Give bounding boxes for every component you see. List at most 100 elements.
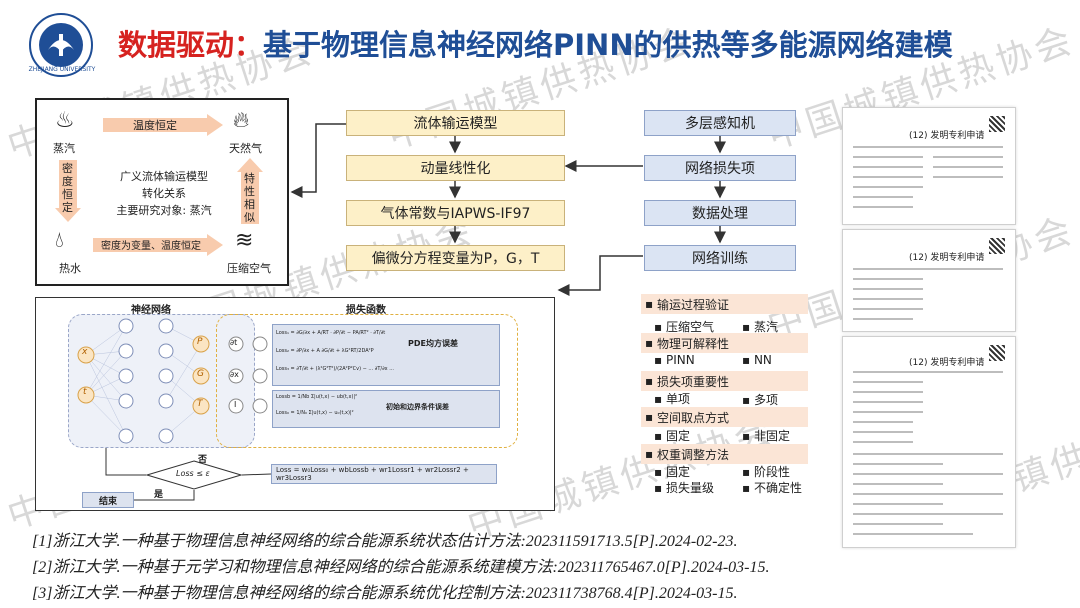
center-line-3: 主要研究对象: 蒸汽 [116,204,212,217]
text-line [853,391,923,393]
patent-doc-2: (12) 发明专利申请 [842,229,1016,332]
text-line [933,176,1003,178]
text-line [853,411,923,413]
text-line [853,493,1003,495]
input-x: x [82,347,88,357]
bullet-icon: ▪ [645,336,657,350]
loss-region [216,314,518,448]
steam-label: 蒸汽 [53,142,75,155]
text-line [853,308,923,310]
temp-const-label: 温度恒定 [133,119,177,132]
blue-step-3: 数据处理 [644,200,796,226]
text-line [853,166,923,168]
text-line [853,513,1003,515]
reference-2: [2]浙江大学.一种基于元学习和物理信息神经网络的综合能源系统建模方法:2023… [32,559,770,576]
yellow-step-4: 偏微分方程变量为P，G，T [346,245,565,271]
output-p: P [197,337,203,347]
text-line [853,268,1003,270]
bullet-icon: ▪ [645,447,657,461]
center-line-1: 广义流体输运模型 [120,170,208,183]
loss3-formula: Loss₃ = ∂T/∂t + (λ²G²T²)/(2A²P²Cv) − ...… [276,366,394,372]
output-t: T [197,399,203,409]
section-item: ▪ NN [742,353,772,367]
section-title: ▪ 输运过程验证 [641,294,808,314]
text-line [853,441,913,443]
input-t: t [83,387,87,397]
text-line [853,288,923,290]
output-g: G [197,369,204,379]
pinn-diagram-panel: 神经网络 损失函数 x t P G T ∂t ∂x I PDE均方误差 Loss… [35,297,555,511]
center-text: 广义流体输运模型 转化关系 主要研究对象: 蒸汽 [95,168,233,219]
section-title: ▪ 权重调整方法 [641,444,808,464]
section-item: ▪ 阶段性 [742,465,790,479]
fluid-relation-panel: ♨ 蒸汽 温度恒定 🔥︎ 天然气 密度恒定 特性相似 广义流体输运模型 转化关系… [35,98,289,286]
steam-icon: ♨ [55,108,75,133]
text-line [853,431,913,433]
section-item: ▪ PINN [654,353,695,367]
flame-icon: 🔥︎ [233,108,250,133]
loss0-formula: Loss₀ = 1/N₀ Σ|u(t,x) − u₀(t,x)|² [276,410,354,416]
temp-const-arrow: 温度恒定 [103,114,223,136]
text-line [853,473,1003,475]
text-line [853,381,923,383]
title-main: 基于物理信息神经网络PINN的供热等多能源网络建模 [263,28,953,62]
density-const-arrow: 密度恒定 [55,160,81,222]
qr-code-icon [989,116,1005,132]
text-line [853,186,923,188]
text-line [853,523,943,525]
text-line [853,421,913,423]
text-line [853,371,1003,373]
patent-header: (12) 发明专利申请 [909,131,985,141]
text-line [853,318,913,320]
nn-title: 神经网络 [131,305,171,316]
section-item: ▪ 固定 [654,465,690,479]
page-title: 数据驱动：基于物理信息神经网络PINN的供热等多能源网络建模 [118,22,953,64]
blue-step-4: 网络训练 [644,245,796,271]
condition-text: Loss ≤ ε [176,469,210,478]
density-var-label: 密度为变量、温度恒定 [101,241,201,252]
section-item: ▪ 不确定性 [742,481,802,495]
natural-gas-label: 天然气 [229,142,262,155]
center-line-2: 转化关系 [142,187,186,200]
bc-label: 初始和边界条件误差 [386,403,449,411]
loop-connectors [105,448,272,501]
text-line [853,298,923,300]
deriv-x: ∂x [230,370,239,379]
patent-doc-1: (12) 发明专利申请 [842,107,1016,225]
text-line [853,176,923,178]
feature-similar-label: 特性相似 [244,172,255,224]
patent-header: (12) 发明专利申请 [909,358,985,368]
lossb-formula: Lossb = 1/Nb Σ|u(t,x) − ub(t,x)|² [276,394,358,400]
pde-label: PDE均方误差 [408,339,458,348]
total-loss-box: Loss = w₀Loss₀ + wbLossb + wr1Lossr1 + w… [271,464,497,484]
university-logo [28,12,94,78]
compressed-air-label: 压缩空气 [227,262,271,275]
bullet-icon: ▪ [645,374,657,388]
bc-box [272,390,500,428]
text-line [853,156,923,158]
section-item: ▪ 单项 [654,392,690,406]
wind-icon: ≋ [235,228,254,253]
text-line [853,453,1003,455]
patent-header: (12) 发明专利申请 [909,253,985,263]
bullet-icon: ▪ [645,297,657,311]
blue-step-1: 多层感知机 [644,110,796,136]
section-item: ▪ 固定 [654,429,690,443]
condition-diamond: Loss ≤ ε [145,460,243,490]
text-line [853,463,943,465]
qr-code-icon [989,238,1005,254]
text-line [853,206,913,208]
logo-text: ZHEJIANG UNIVERSITY [28,66,96,73]
density-const-label: 密度恒定 [62,162,73,214]
text-line [853,503,943,505]
identity: I [234,400,237,409]
section-item: ▪ 压缩空气 [654,320,714,334]
text-line [853,533,973,535]
no-label: 否 [198,455,208,465]
loss2-formula: Loss₂ = ∂P/∂x + A ∂G/∂t + λG²RT/2DA²P [276,348,374,354]
feature-similar-arrow: 特性相似 [237,158,263,224]
loss-title: 损失函数 [346,305,386,316]
section-title: ▪ 损失项重要性 [641,371,808,391]
text-line [853,146,1003,148]
section-item: ▪ 多项 [742,393,778,407]
